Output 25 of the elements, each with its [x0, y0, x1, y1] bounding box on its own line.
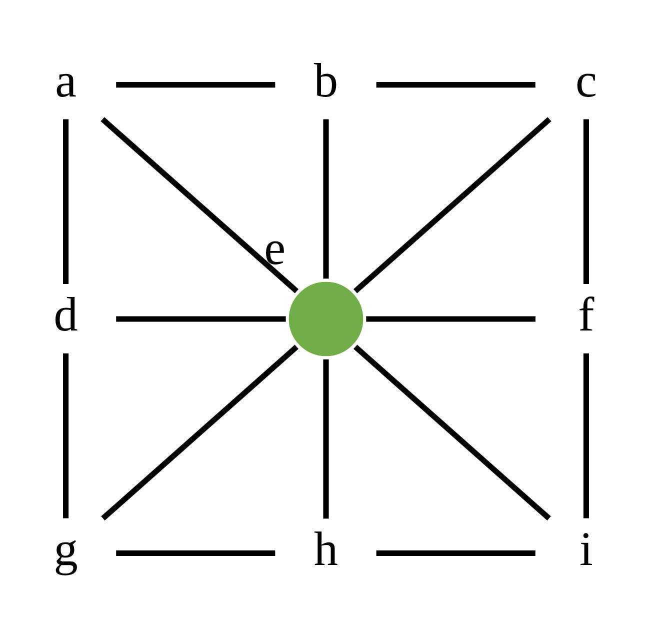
connector [63, 352, 69, 518]
connector [376, 82, 536, 88]
connector [376, 550, 536, 556]
node-label: e [264, 221, 286, 274]
node-text: b [314, 54, 338, 108]
connector [353, 116, 552, 293]
node-text: g [54, 522, 78, 576]
connector [116, 316, 286, 322]
node-text: c [575, 54, 597, 108]
connector [583, 118, 589, 284]
connector [323, 118, 329, 278]
connector [116, 82, 276, 88]
node-text: i [579, 522, 593, 576]
connector [116, 550, 276, 556]
connector [100, 116, 299, 293]
connector [354, 344, 551, 520]
node-text: d [54, 288, 78, 342]
node-text: a [55, 54, 77, 108]
node-text: f [578, 288, 594, 342]
connector [583, 352, 589, 518]
connector [323, 358, 329, 518]
connector [101, 344, 298, 520]
connector [63, 118, 69, 284]
node-text: h [314, 522, 338, 576]
connector [366, 316, 536, 322]
